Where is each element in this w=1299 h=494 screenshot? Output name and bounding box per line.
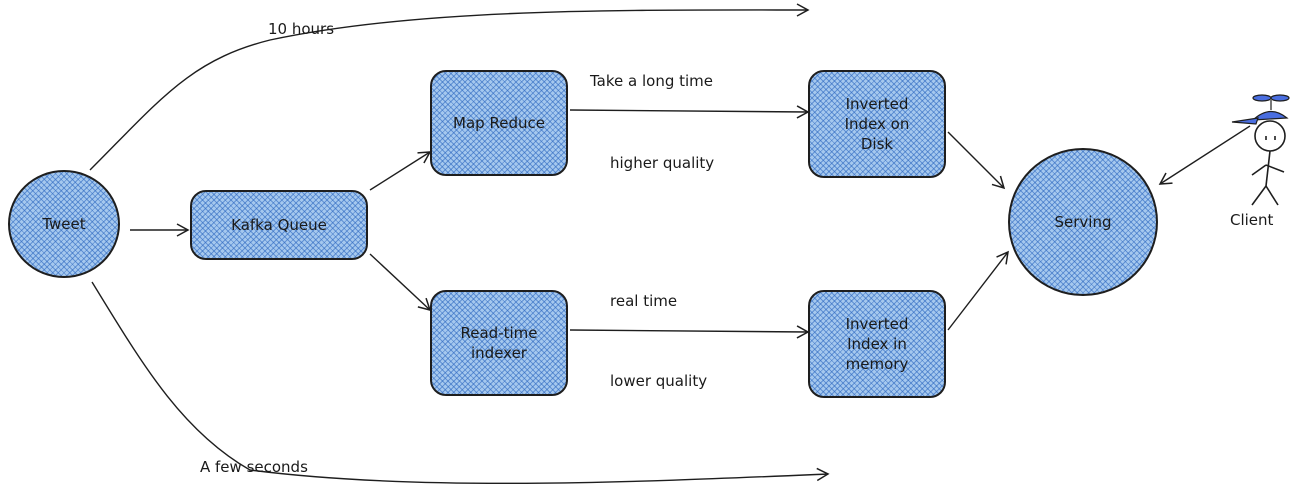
edge-tweet-bottom-curve xyxy=(91,281,830,485)
edge-label-ten-hours: 10 hours xyxy=(268,20,335,38)
edge-label-lower-quality: lower quality xyxy=(610,372,708,390)
edge-label-real-time: real time xyxy=(610,292,678,310)
edge-mapreduce-disk xyxy=(569,105,810,119)
node-kafka-label: Kafka Queue xyxy=(231,216,327,234)
node-map-reduce: Map Reduce xyxy=(430,70,568,176)
node-realtime-indexer: Read-time indexer xyxy=(430,290,568,396)
client-label: Client xyxy=(1230,211,1274,229)
edge-kafka-mapreduce xyxy=(369,151,432,191)
node-index-disk-label: Inverted Index on Disk xyxy=(844,95,910,153)
node-serving: Serving xyxy=(1008,148,1158,296)
edge-label-few-seconds: A few seconds xyxy=(200,458,308,476)
edge-label-higher-quality: higher quality xyxy=(610,154,715,172)
edge-kafka-realtime xyxy=(369,253,432,312)
node-kafka-queue: Kafka Queue xyxy=(190,190,368,260)
client-cap-icon xyxy=(1231,94,1290,125)
node-realtime-label: Read-time indexer xyxy=(460,324,538,362)
edge-label-long-time: Take a long time xyxy=(590,72,714,90)
node-tweet: Tweet xyxy=(8,170,120,278)
node-index-memory-label: Inverted Index in memory xyxy=(845,315,909,373)
edge-realtime-memory xyxy=(569,325,810,339)
edge-disk-serving xyxy=(947,131,1006,190)
node-map-reduce-label: Map Reduce xyxy=(453,114,545,132)
client-figure-icon xyxy=(1251,120,1286,206)
node-serving-label: Serving xyxy=(1054,213,1112,231)
node-tweet-label: Tweet xyxy=(42,215,86,233)
edge-memory-serving xyxy=(947,250,1009,331)
node-index-disk: Inverted Index on Disk xyxy=(808,70,946,178)
node-index-memory: Inverted Index in memory xyxy=(808,290,946,398)
edge-tweet-top-curve xyxy=(89,3,810,171)
edge-client-serving xyxy=(1158,125,1251,185)
